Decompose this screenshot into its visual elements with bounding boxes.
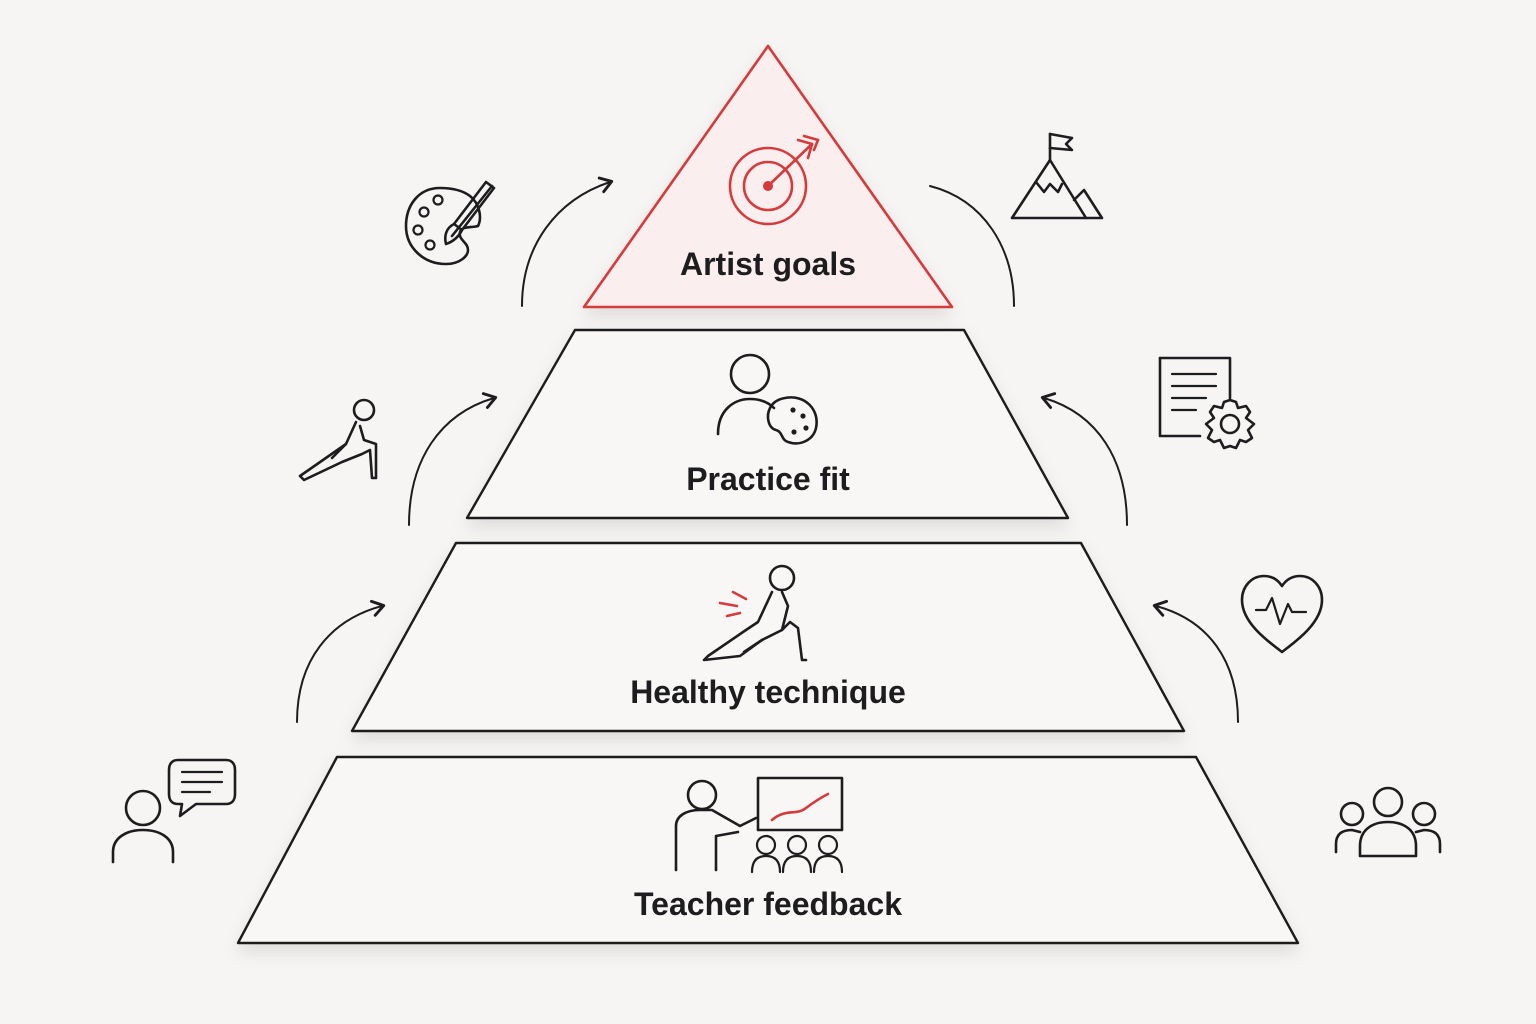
arrow-right-middle bbox=[1040, 392, 1128, 526]
tier-label-healthy-technique: Healthy technique bbox=[630, 674, 906, 710]
tier-base bbox=[236, 755, 1300, 945]
tier-label-practice-fit: Practice fit bbox=[686, 461, 850, 497]
tier-label-teacher-feedback: Teacher feedback bbox=[634, 886, 902, 922]
tier-label-artist-goals: Artist goals bbox=[680, 246, 856, 282]
arrow-left-bottom bbox=[296, 599, 386, 723]
document-gear-icon bbox=[1158, 356, 1256, 450]
tier-second bbox=[465, 328, 1070, 520]
palette-brush-icon bbox=[404, 180, 496, 266]
arrow-right-bottom bbox=[1152, 599, 1239, 723]
arrow-right-top bbox=[929, 185, 1015, 307]
teacher-presenting-icon bbox=[674, 776, 844, 874]
tier-top bbox=[582, 44, 954, 309]
person-palette-icon bbox=[716, 353, 818, 445]
heart-pulse-icon bbox=[1240, 574, 1324, 654]
arrow-left-top bbox=[521, 176, 614, 307]
mountain-flag-icon bbox=[1010, 132, 1104, 220]
person-speech-icon bbox=[111, 758, 237, 864]
arrow-left-middle bbox=[408, 392, 498, 526]
group-icon bbox=[1334, 786, 1442, 858]
target-arrow-icon bbox=[728, 134, 820, 226]
lunge-figure-icon bbox=[298, 398, 378, 482]
stretching-figure-icon bbox=[702, 564, 808, 662]
